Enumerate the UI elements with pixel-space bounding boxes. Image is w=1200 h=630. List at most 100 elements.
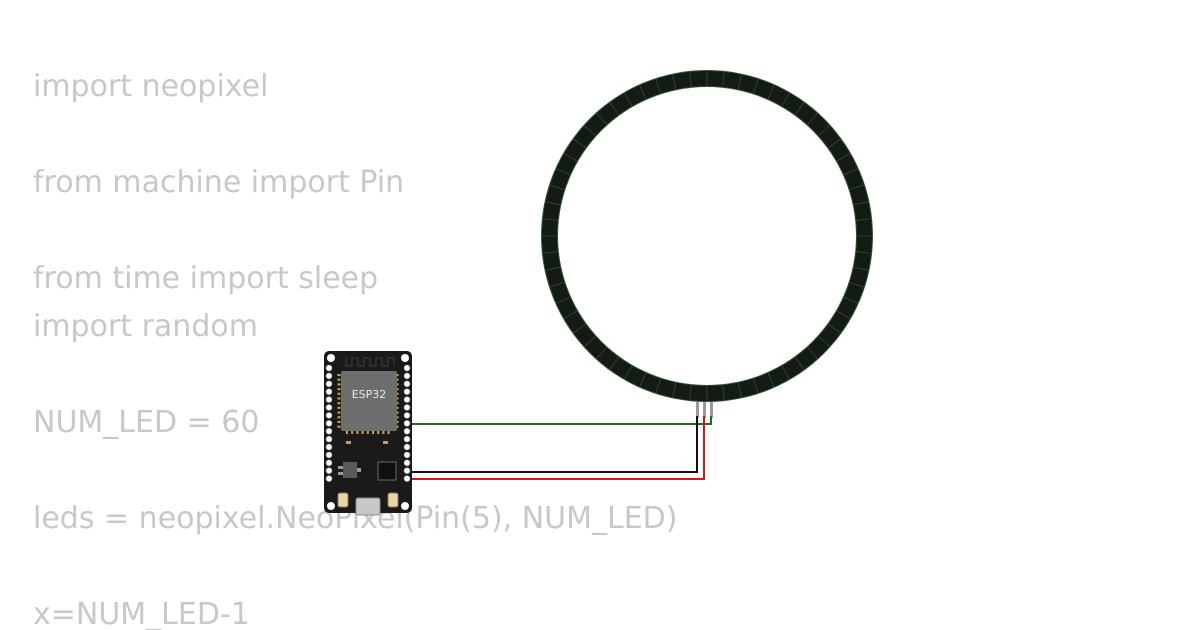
chip-label: ESP32 <box>352 388 387 401</box>
module-pad <box>361 431 364 434</box>
module-pad <box>356 431 359 434</box>
left-header-pin[interactable] <box>325 420 333 427</box>
left-header-pin[interactable] <box>325 364 333 372</box>
right-header-pin[interactable] <box>403 435 411 443</box>
ring-led-48 <box>737 74 742 90</box>
ring-led-22 <box>609 357 620 370</box>
ring-led-29 <box>545 266 561 271</box>
left-header-pin[interactable] <box>325 435 333 443</box>
ring-led-8 <box>818 336 830 347</box>
esp32-board[interactable]: ESP32 <box>324 351 412 516</box>
ring-led-20 <box>639 372 647 387</box>
left-header-pin[interactable] <box>325 443 333 451</box>
ring-led-26 <box>563 310 578 319</box>
code-line-import-neopixel: import neopixel <box>33 69 269 104</box>
ring-led-14 <box>737 382 742 398</box>
left-header-pin[interactable] <box>325 428 333 435</box>
ring-led-4 <box>849 281 865 288</box>
ring-led-38 <box>584 125 596 136</box>
left-header-pin[interactable] <box>325 412 333 419</box>
ring-led-52 <box>794 102 805 115</box>
ring-led-42 <box>639 85 647 100</box>
ring-led-23 <box>596 347 607 359</box>
usb-uart-chip <box>377 461 397 481</box>
ring-led-55 <box>828 138 841 149</box>
ring-led-18 <box>672 382 677 398</box>
left-header-pin[interactable] <box>325 467 333 474</box>
left-header-pin[interactable] <box>325 475 333 482</box>
right-header-pin[interactable] <box>403 412 411 419</box>
right-header-pin[interactable] <box>403 372 411 380</box>
right-header-pin[interactable] <box>403 380 411 387</box>
ring-led-24 <box>584 336 596 347</box>
right-header-pin[interactable] <box>403 364 411 372</box>
mount-hole-tl <box>327 354 335 362</box>
left-header-pin[interactable] <box>325 396 333 403</box>
ring-led-21 <box>624 365 633 380</box>
ring-led-5 <box>843 296 858 304</box>
right-header-pin[interactable] <box>403 388 411 395</box>
regulator-pin <box>338 472 343 475</box>
ring-led-12 <box>767 372 775 387</box>
right-header-pin[interactable] <box>403 467 411 474</box>
neopixel-ring[interactable] <box>541 70 873 418</box>
left-header-pin[interactable] <box>325 388 333 395</box>
usb-port[interactable] <box>355 497 381 516</box>
wire-vcc[interactable] <box>411 416 705 480</box>
ring-led-34 <box>549 184 565 191</box>
module-pad <box>346 431 348 434</box>
left-header-pin[interactable] <box>325 372 333 380</box>
module-pad <box>337 388 341 391</box>
right-header-pin[interactable] <box>403 428 411 435</box>
right-header-pin[interactable] <box>403 459 411 466</box>
regulator-tab <box>357 468 361 472</box>
smd-part <box>346 441 351 444</box>
ring-led-17 <box>689 385 692 401</box>
left-header-pin[interactable] <box>325 380 333 387</box>
esp32-chip <box>341 371 397 431</box>
wire-data[interactable] <box>411 416 712 425</box>
module-pad <box>337 406 341 409</box>
ring-led-32 <box>542 218 558 221</box>
ring-pin-vcc <box>703 402 706 418</box>
antenna-trace <box>345 357 395 367</box>
en-button[interactable] <box>337 492 349 508</box>
ring-led-49 <box>752 78 759 94</box>
right-header-pin[interactable] <box>403 404 411 411</box>
ring-led-13 <box>752 378 759 394</box>
ring-led-25 <box>573 323 586 334</box>
right-header-pin[interactable] <box>403 451 411 459</box>
module-pad <box>337 374 341 376</box>
mount-hole-br <box>401 502 409 510</box>
module-pad <box>387 431 390 434</box>
ring-led-27 <box>556 296 571 304</box>
wire-gnd[interactable] <box>411 416 698 473</box>
header-pins <box>325 364 411 482</box>
module-pad <box>337 378 341 381</box>
ring-led-57 <box>843 168 858 176</box>
left-header-pin[interactable] <box>325 451 333 459</box>
code-line-num-led: NUM_LED = 60 <box>33 405 260 440</box>
right-header-pin[interactable] <box>403 420 411 427</box>
module-pad <box>377 431 380 434</box>
right-header-pin[interactable] <box>403 443 411 451</box>
module-pad <box>382 431 385 434</box>
boot-button[interactable] <box>387 492 399 508</box>
module-pad <box>337 425 341 428</box>
module-pad <box>337 416 341 419</box>
ring-led-35 <box>556 168 571 176</box>
right-header-pin[interactable] <box>403 396 411 403</box>
right-header-pin[interactable] <box>403 475 411 482</box>
ring-led-39 <box>596 113 607 125</box>
code-line-x-assign: x=NUM_LED-1 <box>33 597 250 630</box>
ring-pin-gnd <box>696 402 699 418</box>
ring-led-47 <box>722 71 725 87</box>
ring-led-51 <box>781 92 790 107</box>
ring-led-19 <box>655 378 662 394</box>
ring-led-30 <box>542 251 558 254</box>
left-header-pin[interactable] <box>325 459 333 466</box>
ring-led-28 <box>549 281 565 288</box>
left-header-pin[interactable] <box>325 404 333 411</box>
